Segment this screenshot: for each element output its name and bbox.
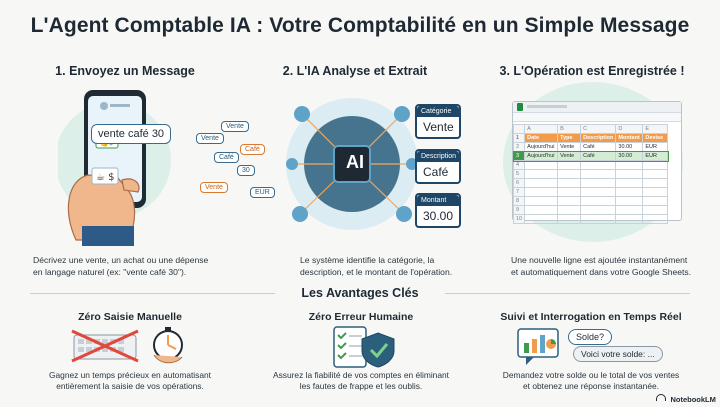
- sheets-logo-icon: [517, 103, 523, 111]
- header-description: Description: [580, 133, 617, 143]
- step-1-description: Décrivez une vente, un achat ou une dépe…: [33, 255, 209, 277]
- table-row: 9: [512, 205, 669, 215]
- message-bubble: vente café 30: [91, 124, 172, 144]
- brand-logo: NotebookLM: [656, 389, 716, 407]
- category-label: Catégorie: [417, 106, 459, 117]
- word-cafe: Café: [240, 144, 265, 155]
- advantage-1-description: Gagnez un temps précieux en automatisant…: [48, 370, 211, 391]
- description-value: Café: [423, 165, 449, 179]
- advantage-2-title: Zéro Erreur Humaine: [308, 311, 414, 323]
- category-field: Catégorie Vente: [415, 104, 461, 139]
- description-label: Description: [417, 151, 459, 162]
- table-row: 2 Aujourd'hui Vente Café 30.00 EUR: [512, 142, 669, 152]
- chart-chat-icon: [517, 328, 559, 365]
- amount-label: Montant: [417, 195, 459, 206]
- word-amount: 30: [237, 165, 255, 176]
- header-date: Date: [524, 133, 559, 143]
- advantage-3-description: Demandez votre solde ou le total de vos …: [502, 370, 680, 391]
- ai-chip-label: AI: [346, 152, 364, 172]
- step-3-title: 3. L'Opération est Enregistrée !: [499, 64, 685, 78]
- ai-brain-illustration: [286, 98, 418, 230]
- amount-value: 30.00: [423, 209, 454, 223]
- word-vente: Vente: [221, 121, 249, 132]
- brand-name: NotebookLM: [670, 395, 716, 404]
- section-title: Les Avantages Clés: [301, 286, 419, 300]
- advantage-1-title: Zéro Saisie Manuelle: [78, 311, 182, 323]
- table-row: 10: [512, 214, 669, 224]
- divider-right: [445, 293, 690, 294]
- header-amount: Montant: [615, 133, 644, 143]
- notebooklm-icon: [656, 394, 666, 402]
- word-vente: Vente: [200, 182, 228, 193]
- table-row: 8: [512, 196, 669, 206]
- table-row: 7: [512, 187, 669, 197]
- table-row: 5: [512, 169, 669, 179]
- advantage-2-description: Assurez la fiabilité de vos comptes en é…: [273, 370, 449, 391]
- col-letter: [512, 124, 526, 134]
- spreadsheet-window: A B C D E 1 Date Type Description Montan…: [512, 101, 682, 224]
- chat-question-bubble: Solde?: [568, 329, 613, 345]
- col-letter: B: [557, 124, 582, 134]
- category-value: Vente: [423, 120, 454, 134]
- amount-field: Montant 30.00: [415, 193, 461, 228]
- table-row: 4: [512, 160, 669, 170]
- step-2-title: 2. L'IA Analyse et Extrait: [282, 64, 428, 78]
- divider-left: [30, 293, 275, 294]
- advantage-3-title: Suivi et Interrogation en Temps Réel: [500, 311, 682, 323]
- description-field: Description Café: [415, 149, 461, 184]
- sheet-table: A B C D E 1 Date Type Description Montan…: [512, 124, 669, 224]
- sheet-toolbar: [513, 102, 681, 113]
- step-3-description: Une nouvelle ligne est ajoutée instantan…: [511, 255, 692, 277]
- svg-text:☕ $: ☕ $: [96, 172, 115, 183]
- phone-illustration: 👍$ ☕ $: [58, 90, 171, 246]
- step-1-title: 1. Envoyez un Message: [55, 64, 195, 78]
- col-letter: C: [580, 124, 617, 134]
- header-type: Type: [557, 133, 582, 143]
- checklist-shield-icon: [333, 326, 395, 368]
- col-letter: D: [615, 124, 644, 134]
- page-title: L'Agent Comptable IA : Votre Comptabilit…: [30, 14, 690, 37]
- header-currency: Devise: [642, 133, 669, 143]
- chat-answer-bubble: Voici votre solde: ...: [573, 346, 663, 362]
- col-letter: A: [524, 124, 559, 134]
- table-row-new: 3 Aujourd'hui Vente Café 30.00 EUR: [512, 150, 669, 162]
- word-vente: Vente: [196, 133, 224, 144]
- word-currency: EUR: [250, 187, 275, 198]
- keyboard-stopwatch-icon: [71, 327, 183, 364]
- table-row: 6: [512, 178, 669, 188]
- step-2-description: Le système identifie la catégorie, la de…: [300, 255, 453, 277]
- word-cafe: Café: [214, 152, 239, 163]
- col-letter: E: [642, 124, 669, 134]
